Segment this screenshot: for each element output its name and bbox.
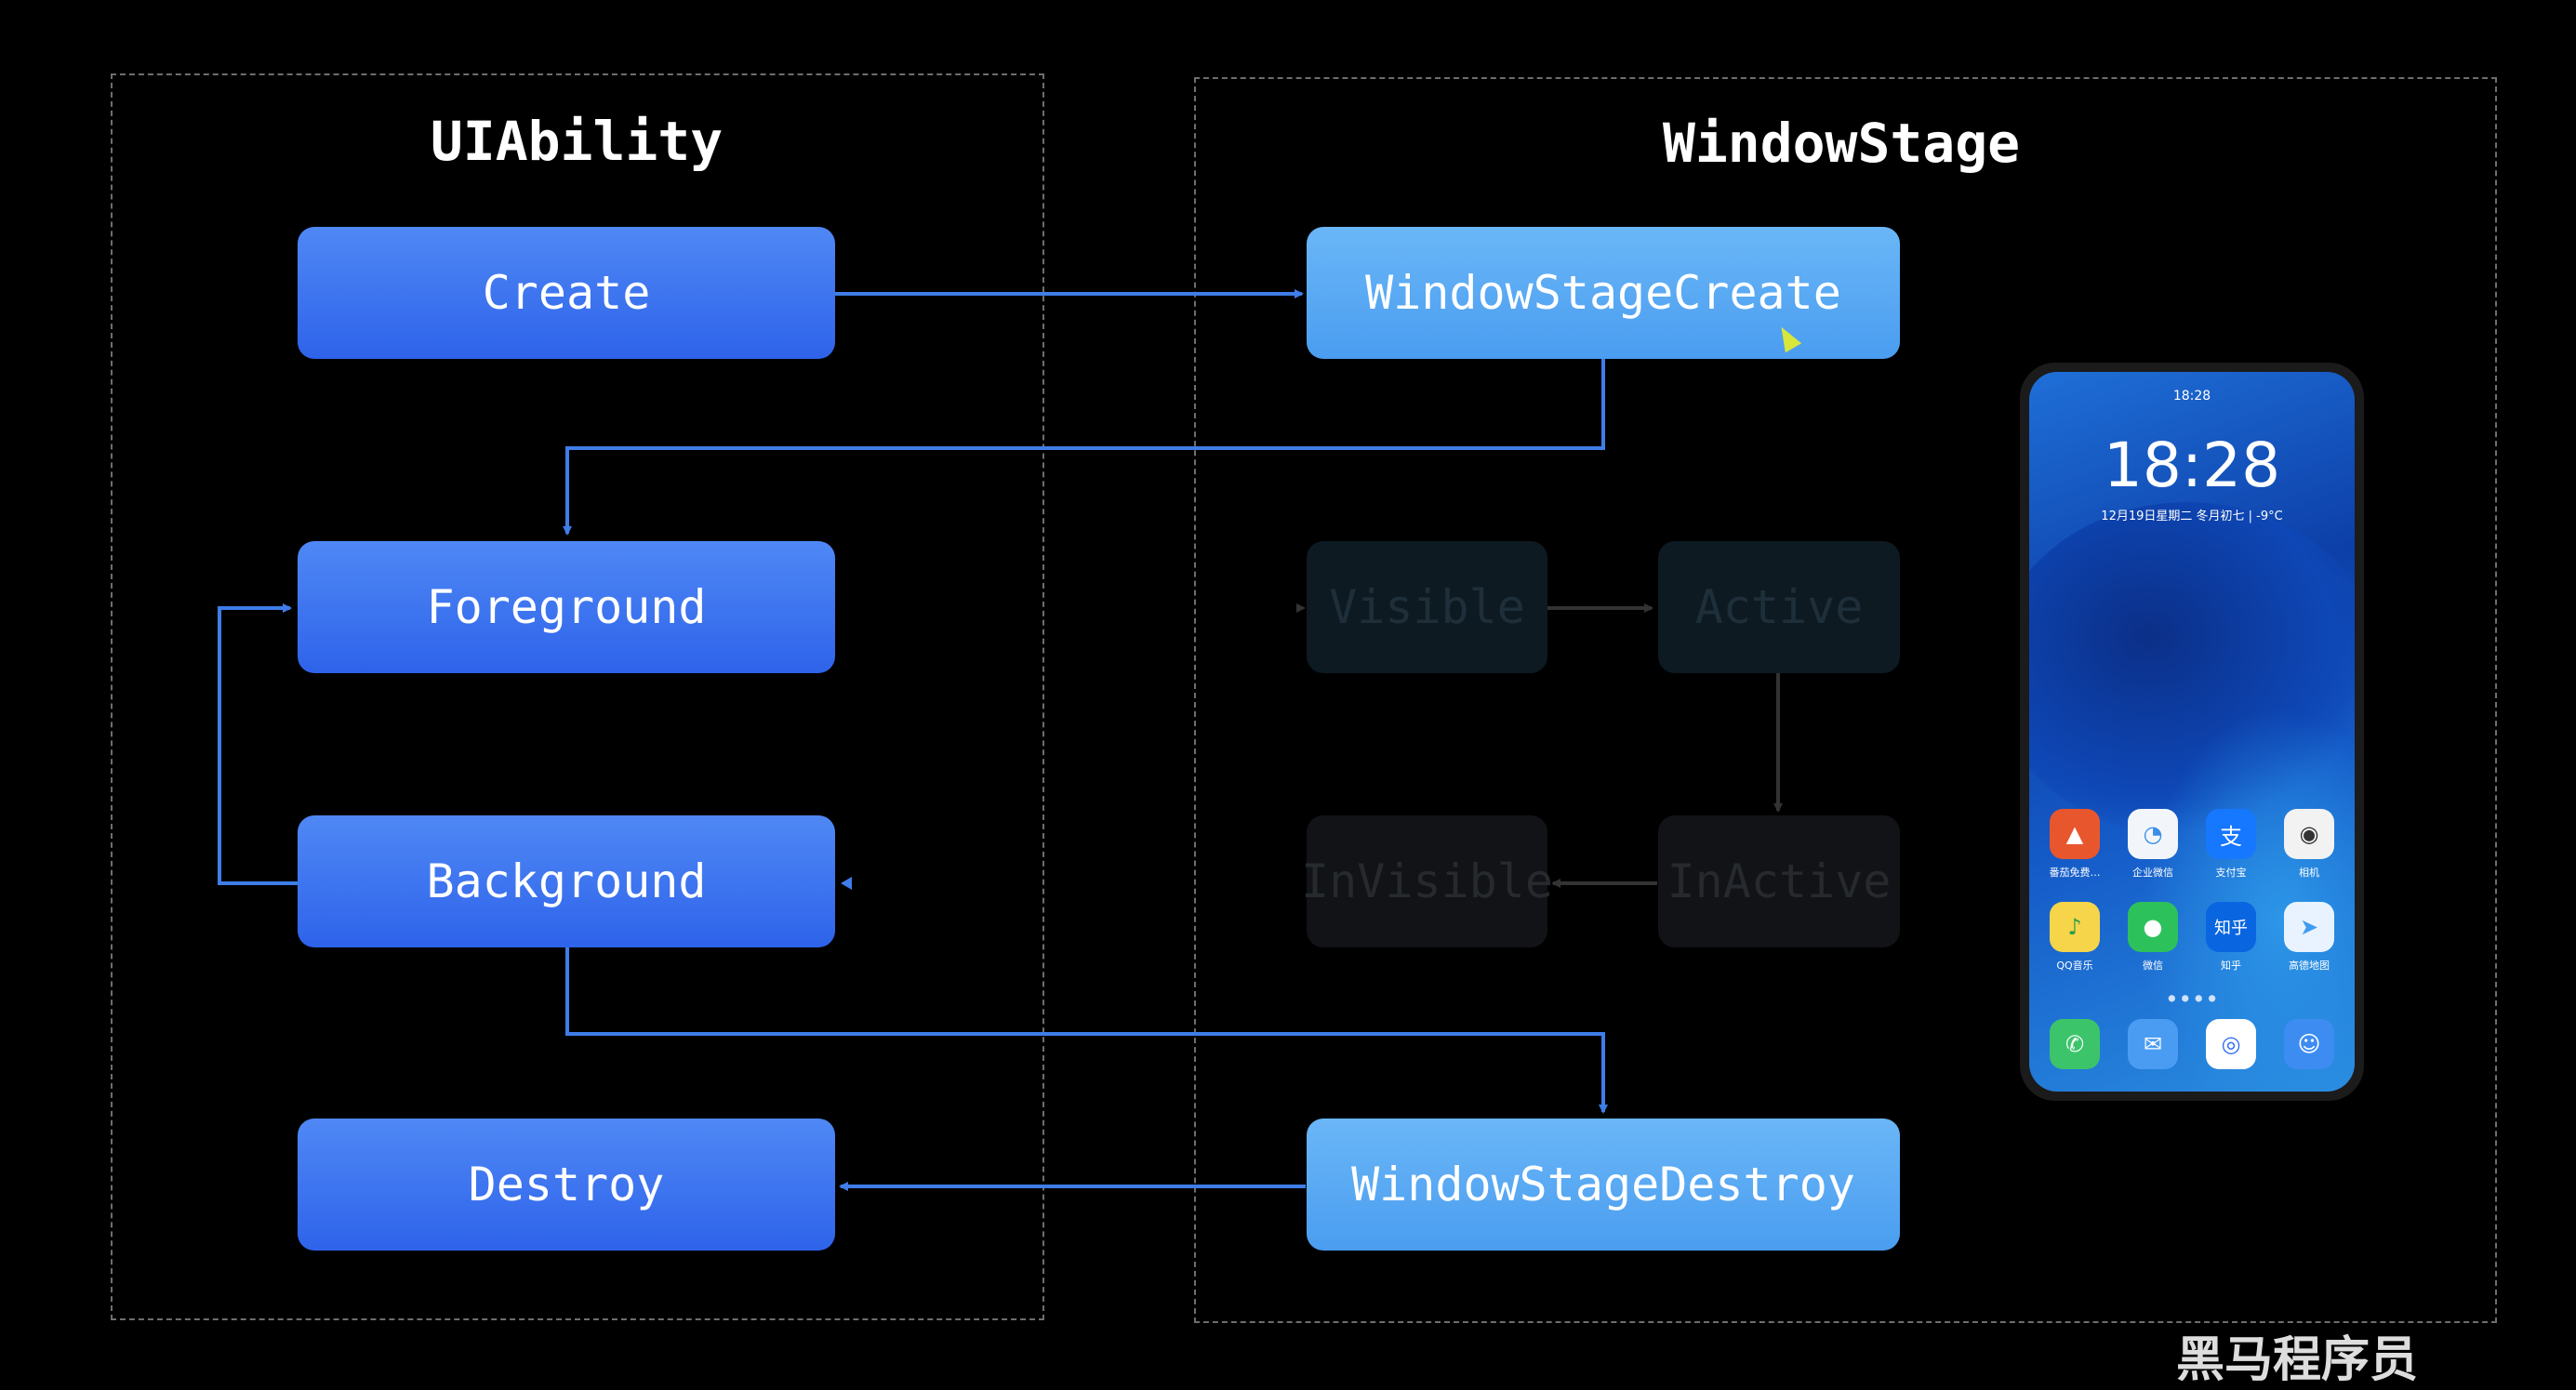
active-state-node: Active bbox=[1658, 541, 1900, 673]
dock-messages[interactable]: ✉ bbox=[2124, 1019, 2182, 1075]
wechat-icon: ● bbox=[2128, 902, 2178, 952]
message-icon: ✉ bbox=[2128, 1019, 2178, 1069]
windowstagedestroy-node: WindowStageDestroy bbox=[1307, 1119, 1900, 1251]
app-fanqie[interactable]: ▲ 番茄免费… bbox=[2046, 809, 2104, 880]
contacts-icon: ☺ bbox=[2284, 1019, 2334, 1069]
arrow-background-to-foreground bbox=[218, 603, 298, 885]
app-wecom[interactable]: ◔ 企业微信 bbox=[2124, 809, 2182, 880]
dock-browser[interactable]: ◎ bbox=[2202, 1019, 2260, 1075]
background-state-node: Background bbox=[298, 815, 835, 947]
create-state-node: Create bbox=[298, 227, 835, 359]
dock-phone[interactable]: ✆ bbox=[2046, 1019, 2104, 1075]
book-icon: ▲ bbox=[2050, 809, 2100, 859]
lockscreen-clock: 18:28 bbox=[2103, 430, 2281, 501]
app-qqmusic[interactable]: ♪ QQ音乐 bbox=[2046, 902, 2104, 973]
app-zhihu[interactable]: 知乎 知乎 bbox=[2202, 902, 2260, 973]
app-wechat[interactable]: ● 微信 bbox=[2124, 902, 2182, 973]
zhihu-icon: 知乎 bbox=[2206, 902, 2256, 952]
wecom-icon: ◔ bbox=[2128, 809, 2178, 859]
uiability-title: UIAbility bbox=[430, 110, 724, 173]
inactive-state-node: InActive bbox=[1658, 815, 1900, 947]
app-amap[interactable]: ➤ 高德地图 bbox=[2280, 902, 2338, 973]
windowstage-title: WindowStage bbox=[1662, 112, 2021, 175]
arrow-stagecreate-to-foreground bbox=[563, 359, 1605, 536]
map-icon: ➤ bbox=[2284, 902, 2334, 952]
destroy-state-node: Destroy bbox=[298, 1119, 835, 1251]
phone-mockup: 18:28 18:28 12月19日星期二 冬月初七 | -9°C ▲ 番茄免费… bbox=[2020, 363, 2364, 1101]
alipay-icon: 支 bbox=[2206, 809, 2256, 859]
status-bar-time: 18:28 bbox=[2172, 389, 2211, 404]
page-indicator: ● ● ● ● bbox=[2168, 991, 2216, 1004]
dock-contacts[interactable]: ☺ bbox=[2280, 1019, 2338, 1075]
camera-icon: ◉ bbox=[2284, 809, 2334, 859]
app-camera[interactable]: ◉ 相机 bbox=[2280, 809, 2338, 880]
app-alipay[interactable]: 支 支付宝 bbox=[2202, 809, 2260, 880]
phone-icon: ✆ bbox=[2050, 1019, 2100, 1069]
invisible-state-node: InVisible bbox=[1301, 815, 1553, 947]
visible-state-node: Visible bbox=[1307, 541, 1547, 673]
foreground-state-node: Foreground bbox=[298, 541, 835, 673]
windowstagecreate-node: WindowStageCreate bbox=[1307, 227, 1900, 359]
arrow-background-to-stagedestroy bbox=[565, 947, 1608, 1114]
music-icon: ♪ bbox=[2050, 902, 2100, 952]
lockscreen-date: 12月19日星期二 冬月初七 | -9°C bbox=[2101, 510, 2283, 523]
watermark-logo: 黑马程序员 bbox=[2176, 1332, 2419, 1388]
windowstage-panel bbox=[1194, 77, 2497, 1323]
browser-icon: ◎ bbox=[2206, 1019, 2256, 1069]
phone-screen: 18:28 18:28 12月19日星期二 冬月初七 | -9°C ▲ 番茄免费… bbox=[2029, 372, 2355, 1092]
uiability-panel bbox=[111, 73, 1044, 1320]
